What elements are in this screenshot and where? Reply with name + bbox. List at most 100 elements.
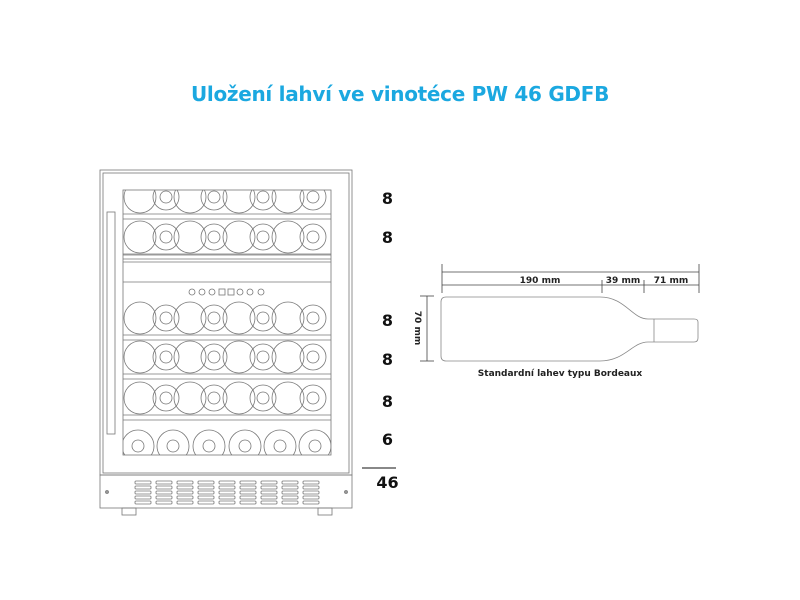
temp-display	[227, 288, 235, 296]
vent-slot	[197, 495, 215, 500]
bottle-bottom	[271, 190, 305, 214]
bottle-neck	[152, 223, 180, 251]
vent-slot	[218, 500, 236, 505]
vent-slot	[155, 480, 173, 485]
bottle-bottom	[173, 301, 207, 335]
dim-shoulder-length: 39 mm	[606, 276, 640, 286]
vent-slot	[239, 500, 257, 505]
fridge-base	[99, 474, 353, 509]
vent-slot	[281, 500, 299, 505]
bottle-bottom	[173, 190, 207, 214]
fridge-door	[102, 172, 350, 474]
vent-slot	[155, 495, 173, 500]
left-foot	[121, 507, 137, 516]
bottle-bottom	[263, 429, 297, 455]
bottle-bottom	[271, 381, 305, 415]
bottle-neck	[152, 190, 180, 211]
bottle-neck	[249, 384, 277, 412]
bottle-bottom	[192, 429, 226, 455]
vent-slot	[260, 485, 278, 490]
bottle-bottom	[123, 429, 155, 455]
vent-slot	[197, 480, 215, 485]
vent-slot	[155, 490, 173, 495]
vent-slot	[218, 485, 236, 490]
bottle-neck	[200, 304, 228, 332]
vent-slot	[134, 500, 152, 505]
vent-slot	[281, 490, 299, 495]
bottle-neck	[200, 384, 228, 412]
vent-slot	[155, 500, 173, 505]
dim-neck-length: 71 mm	[654, 276, 688, 286]
control-button	[188, 288, 196, 296]
bottle-bottom	[222, 381, 256, 415]
shelf-count-4: 8	[381, 350, 394, 369]
bottle-neck	[299, 223, 327, 251]
bottle-bottom	[156, 429, 190, 455]
vent-slot	[281, 480, 299, 485]
bottle-bottom	[173, 340, 207, 374]
control-button	[257, 288, 265, 296]
bottle-neck	[249, 190, 277, 211]
vent-slot	[197, 500, 215, 505]
bottle-bottom	[271, 340, 305, 374]
bottle-bottom	[222, 301, 256, 335]
vent-slot	[260, 500, 278, 505]
shelf-count-3: 8	[381, 311, 394, 330]
vent-slot	[239, 490, 257, 495]
vent-slot	[302, 490, 320, 495]
bottle-neck	[152, 304, 180, 332]
vent-slot	[260, 490, 278, 495]
total-count: 46	[376, 473, 399, 492]
control-button	[246, 288, 254, 296]
vent-slot	[134, 485, 152, 490]
bottle-bottom	[271, 220, 305, 254]
vent-slot	[281, 495, 299, 500]
vent-slot	[218, 495, 236, 500]
bottle-bottom	[228, 429, 262, 455]
bottle-neck	[299, 304, 327, 332]
dim-body-length: 190 mm	[520, 276, 561, 286]
control-button	[236, 288, 244, 296]
door-handle	[106, 211, 116, 435]
vent-slot	[176, 480, 194, 485]
control-button	[198, 288, 206, 296]
shelf-count-5: 8	[381, 392, 394, 411]
bottle-bottom	[123, 340, 157, 374]
bottle-neck	[299, 384, 327, 412]
bottle-neck	[152, 384, 180, 412]
glass-panel	[122, 189, 332, 456]
shelf-count-6: 6	[381, 430, 394, 449]
vent-slot	[155, 485, 173, 490]
bottle-neck	[152, 343, 180, 371]
bottle-bottom	[123, 381, 157, 415]
bottle-bottom	[173, 381, 207, 415]
vent-slot	[134, 490, 152, 495]
vent-slot	[239, 480, 257, 485]
bottle-neck	[200, 190, 228, 211]
vent-slot	[281, 485, 299, 490]
base-screw-right	[344, 490, 348, 494]
bottle-bottom	[271, 301, 305, 335]
vent-slot	[134, 480, 152, 485]
bottle-bottom	[298, 429, 331, 455]
vent-slot	[260, 480, 278, 485]
vent-slot	[239, 495, 257, 500]
vent-slot	[239, 485, 257, 490]
bottle-bottom	[123, 190, 157, 214]
bottle-caption: Standardní lahev typu Bordeaux	[477, 369, 643, 379]
vent-slot	[134, 495, 152, 500]
bottle-bottom	[222, 220, 256, 254]
control-panel	[188, 288, 265, 296]
ventilation-grille	[134, 480, 320, 505]
bottle-neck	[299, 343, 327, 371]
bottle-neck	[249, 223, 277, 251]
page-title: Uložení lahví ve vinotéce PW 46 GDFB	[190, 82, 610, 106]
base-screw-left	[105, 490, 109, 494]
vent-slot	[176, 500, 194, 505]
bottle-bottom	[123, 220, 157, 254]
vent-slot	[302, 500, 320, 505]
vent-slot	[176, 495, 194, 500]
bottle-neck	[249, 304, 277, 332]
bottle-bottom	[173, 220, 207, 254]
right-foot	[317, 507, 333, 516]
